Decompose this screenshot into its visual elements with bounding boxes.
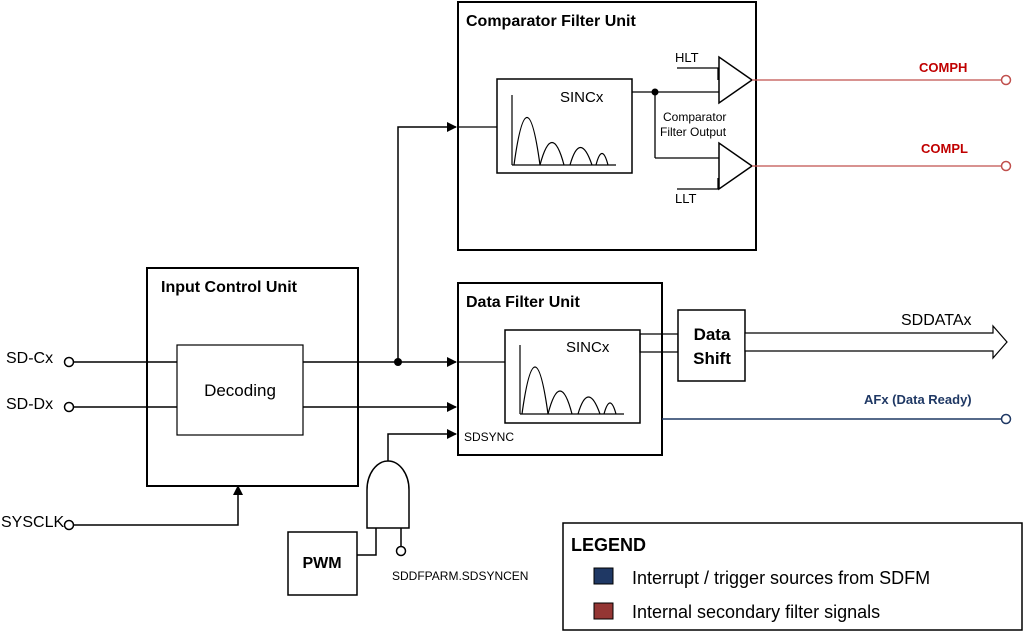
- comparator-high-icon: [718, 55, 754, 105]
- input-control-unit-box: [146, 267, 359, 487]
- sddatax-label: SDDATAx: [901, 312, 972, 329]
- data-shift-label-2: Shift: [693, 349, 731, 368]
- sddatax-bus-arrow: [744, 324, 1008, 360]
- sinc-response-top-icon: [511, 95, 616, 166]
- sdsyncen-port: [395, 545, 407, 557]
- legend-title: LEGEND: [571, 535, 646, 555]
- legend: LEGEND Interrupt / trigger sources from …: [562, 522, 1023, 631]
- and-gate-icon: [366, 460, 410, 529]
- legend-item-internal: Internal secondary filter signals: [632, 602, 880, 622]
- data-shift-box: [677, 309, 746, 382]
- legend-swatch-internal: [593, 602, 614, 620]
- decoding-box: [176, 344, 304, 436]
- pwm-box: [287, 531, 358, 596]
- sinc-response-bottom-icon: [519, 345, 624, 415]
- legend-swatch-interrupt: [593, 567, 614, 585]
- decoding-label: Decoding: [204, 381, 276, 400]
- data-filter-unit-title: Data Filter Unit: [466, 294, 580, 311]
- compl-port: [1000, 160, 1012, 172]
- sd-dx-port: [63, 401, 75, 413]
- sd-cx-port: [63, 356, 75, 368]
- legend-item-interrupt: Interrupt / trigger sources from SDFM: [632, 568, 930, 588]
- comparator-output-label-2: Filter Output: [660, 125, 727, 139]
- comparator-output-label-1: Comparator: [663, 110, 726, 124]
- comparator-filter-unit-title: Comparator Filter Unit: [466, 13, 636, 30]
- sdsync-label: SDSYNC: [464, 430, 514, 444]
- sysclk-port: [63, 519, 75, 531]
- comph-port: [1000, 74, 1012, 86]
- pwm-label: PWM: [302, 555, 341, 572]
- afx-port: [1000, 413, 1012, 425]
- sinc-filter-bottom-label: SINCx: [566, 339, 610, 356]
- sinc-filter-top-label: SINCx: [560, 89, 604, 106]
- sysclk-label: SYSCLK: [1, 514, 64, 531]
- comparator-low-icon: [718, 141, 754, 191]
- sd-dx-label: SD-Dx: [6, 396, 53, 413]
- afx-label: AFx (Data Ready): [864, 392, 972, 407]
- llt-label: LLT: [675, 191, 696, 206]
- data-filter-unit-box: [457, 282, 663, 456]
- sinc-filter-bottom-box: [504, 329, 641, 424]
- sdsyncen-label: SDDFPARM.SDSYNCEN: [392, 569, 528, 583]
- comph-label: COMPH: [919, 60, 967, 75]
- data-shift-label-1: Data: [694, 325, 731, 344]
- input-control-unit-title: Input Control Unit: [161, 279, 298, 296]
- sd-cx-label: SD-Cx: [6, 350, 53, 367]
- hlt-label: HLT: [675, 50, 699, 65]
- sinc-filter-top-box: [496, 78, 633, 174]
- comparator-filter-unit-box: [457, 1, 757, 251]
- compl-label: COMPL: [921, 141, 968, 156]
